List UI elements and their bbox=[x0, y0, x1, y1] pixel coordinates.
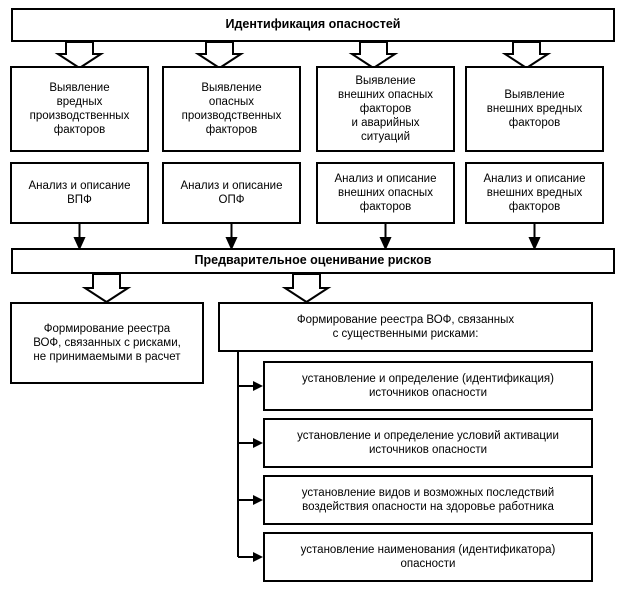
analysis-box-opf[interactable]: Анализ и описание ОПФ bbox=[162, 162, 301, 224]
assessment-bar-preliminary-risk-evaluation[interactable]: Предварительное оценивание рисков bbox=[11, 248, 615, 274]
arrowhead-analysis2 bbox=[225, 237, 238, 251]
analysis-box-vpf[interactable]: Анализ и описание ВПФ bbox=[10, 162, 149, 224]
registry-step-hazard-name-identifier[interactable]: установление наименования (идентификатор… bbox=[263, 532, 593, 582]
arrowhead-step-4 bbox=[253, 552, 263, 562]
block-arrow-down-col2 bbox=[194, 41, 245, 70]
identification-box-dangerous-production-factors[interactable]: Выявление опасных производственных факто… bbox=[162, 66, 301, 152]
block-arrow-down-registry-right bbox=[281, 273, 332, 304]
registry-step-activation-conditions[interactable]: установление и определение условий актив… bbox=[263, 418, 593, 468]
arrowhead-step-1 bbox=[253, 381, 263, 391]
title-box-hazard-identification[interactable]: Идентификация опасностей bbox=[11, 8, 615, 42]
arrowhead-step-3 bbox=[253, 495, 263, 505]
identification-box-external-dangerous-factors[interactable]: Выявление внешних опасных факторов и ава… bbox=[316, 66, 455, 152]
arrowhead-analysis1 bbox=[73, 237, 86, 251]
registry-step-identify-hazard-sources[interactable]: установление и определение (идентификаци… bbox=[263, 361, 593, 411]
registry-step-types-and-consequences[interactable]: установление видов и возможных последств… bbox=[263, 475, 593, 525]
arrowhead-analysis3 bbox=[379, 237, 392, 251]
block-arrow-down-registry-left bbox=[81, 273, 132, 304]
arrowhead-analysis4 bbox=[528, 237, 541, 251]
analysis-box-external-dangerous-factors[interactable]: Анализ и описание внешних опасных фактор… bbox=[316, 162, 455, 224]
registry-box-non-significant-risks[interactable]: Формирование реестра ВОФ, связанных с ри… bbox=[10, 302, 204, 384]
identification-box-external-harmful-factors[interactable]: Выявление внешних вредных факторов bbox=[465, 66, 604, 152]
block-arrow-down-col3 bbox=[348, 41, 399, 70]
block-arrow-down-col1 bbox=[54, 41, 105, 70]
block-arrow-down-col4 bbox=[501, 41, 552, 70]
analysis-box-external-harmful-factors[interactable]: Анализ и описание внешних вредных фактор… bbox=[465, 162, 604, 224]
arrowhead-step-2 bbox=[253, 438, 263, 448]
registry-box-significant-risks[interactable]: Формирование реестра ВОФ, связанных с су… bbox=[218, 302, 593, 352]
identification-box-harmful-production-factors[interactable]: Выявление вредных производственных факто… bbox=[10, 66, 149, 152]
